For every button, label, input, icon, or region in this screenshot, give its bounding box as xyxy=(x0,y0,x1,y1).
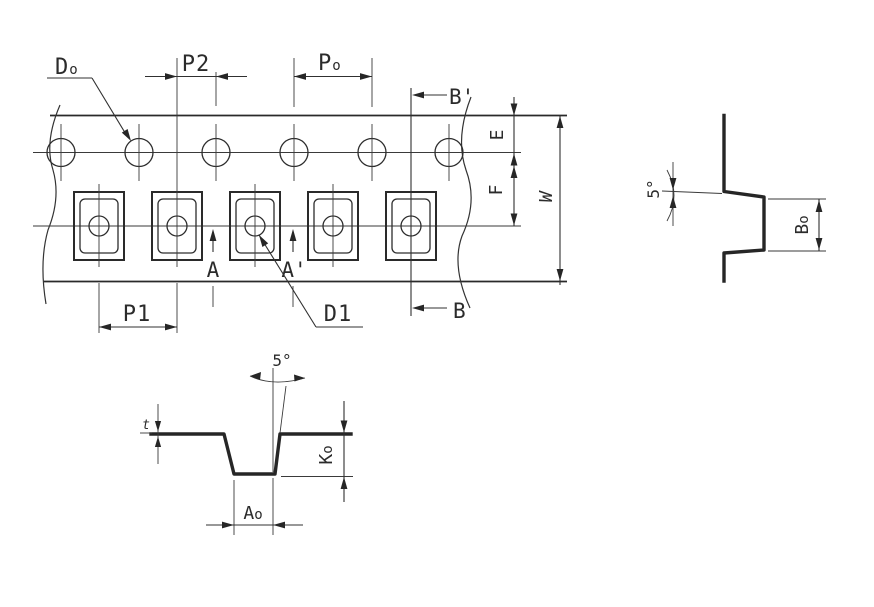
dim-t: t xyxy=(140,404,162,464)
arrowhead xyxy=(412,304,424,312)
sprocket-hole xyxy=(124,124,154,181)
sprocket-hole xyxy=(434,124,464,181)
arrowhead xyxy=(250,372,261,380)
pocket xyxy=(229,184,281,267)
label-w: W xyxy=(536,189,557,202)
label-do: Do xyxy=(55,55,79,80)
arrowhead xyxy=(510,153,518,166)
dim-d1: D1 xyxy=(258,234,363,328)
section-a: A A' xyxy=(207,229,307,307)
label-p2: P2 xyxy=(182,52,211,77)
label-d1: D1 xyxy=(324,302,353,327)
label-a-prime: A' xyxy=(281,258,306,282)
label-f: F xyxy=(486,185,507,196)
label-b: B xyxy=(453,299,466,323)
arrowhead xyxy=(121,129,131,141)
label-bo: Bo xyxy=(792,215,813,234)
label-p1: P1 xyxy=(123,302,152,327)
arrowhead xyxy=(222,521,234,529)
arrowhead xyxy=(154,436,162,447)
pocket xyxy=(73,184,125,267)
label-angle-side: 5° xyxy=(644,179,663,198)
surface-extension xyxy=(661,190,723,194)
dim-p2: P2 xyxy=(145,52,247,184)
arrowhead xyxy=(340,477,348,489)
arrowhead xyxy=(360,73,372,80)
arrowhead xyxy=(154,421,162,432)
draft-angle: 5° xyxy=(644,162,677,226)
pocket-profile xyxy=(149,432,353,476)
arrowhead xyxy=(815,238,823,250)
arrowhead xyxy=(556,269,564,281)
arrowhead xyxy=(510,103,518,116)
label-ko: Ko xyxy=(316,445,337,464)
arrowhead xyxy=(294,374,305,382)
dim-po: Po xyxy=(293,51,373,107)
draft-angle: 5° xyxy=(249,351,306,472)
dim-p1: P1 xyxy=(98,283,178,333)
arrowhead xyxy=(289,229,297,241)
arrowhead xyxy=(259,235,269,247)
dim-bo: Bo xyxy=(768,198,826,252)
arrowhead xyxy=(294,73,306,80)
label-e: E xyxy=(487,130,508,141)
side-section-view: 5° Bo xyxy=(644,113,826,283)
arrowhead xyxy=(412,91,424,99)
pockets xyxy=(73,184,437,267)
sprocket-holes xyxy=(46,124,464,181)
sprocket-hole xyxy=(201,124,231,181)
arrowhead xyxy=(340,420,348,433)
label-angle-end: 5° xyxy=(272,351,291,370)
pocket xyxy=(151,184,203,267)
arrowhead xyxy=(815,200,823,212)
plan-view: Do P2 Po B' B xyxy=(33,51,567,333)
dim-do: Do xyxy=(47,55,131,141)
end-section-view: t 5° Ko Ao xyxy=(140,351,353,535)
dim-ao: Ao xyxy=(206,478,303,535)
dim-w: W xyxy=(536,115,564,285)
label-b-prime: B' xyxy=(449,85,474,109)
pocket xyxy=(307,184,359,267)
left-break-line xyxy=(42,104,61,305)
arrowhead xyxy=(165,323,177,331)
right-break-line xyxy=(457,96,472,309)
arrowhead xyxy=(165,73,177,80)
section-b: B' B xyxy=(410,85,474,323)
arrowhead xyxy=(510,213,518,226)
sprocket-hole xyxy=(357,124,387,181)
label-po: Po xyxy=(318,51,342,76)
arrowhead xyxy=(669,196,677,208)
arrowhead xyxy=(510,166,518,178)
arrowhead xyxy=(216,73,228,80)
arrowhead xyxy=(669,178,677,190)
sprocket-hole xyxy=(46,124,76,181)
label-a: A xyxy=(207,258,220,282)
arrowhead xyxy=(273,521,285,529)
arrowhead xyxy=(556,116,564,128)
arrowhead xyxy=(99,323,111,331)
dim-e-f: E F xyxy=(486,97,518,226)
label-t: t xyxy=(142,418,150,433)
dim-ko: Ko xyxy=(281,401,353,502)
arrowhead xyxy=(209,229,217,241)
label-ao: Ao xyxy=(243,503,262,524)
sprocket-hole xyxy=(279,124,309,181)
tape-profile xyxy=(722,113,766,283)
